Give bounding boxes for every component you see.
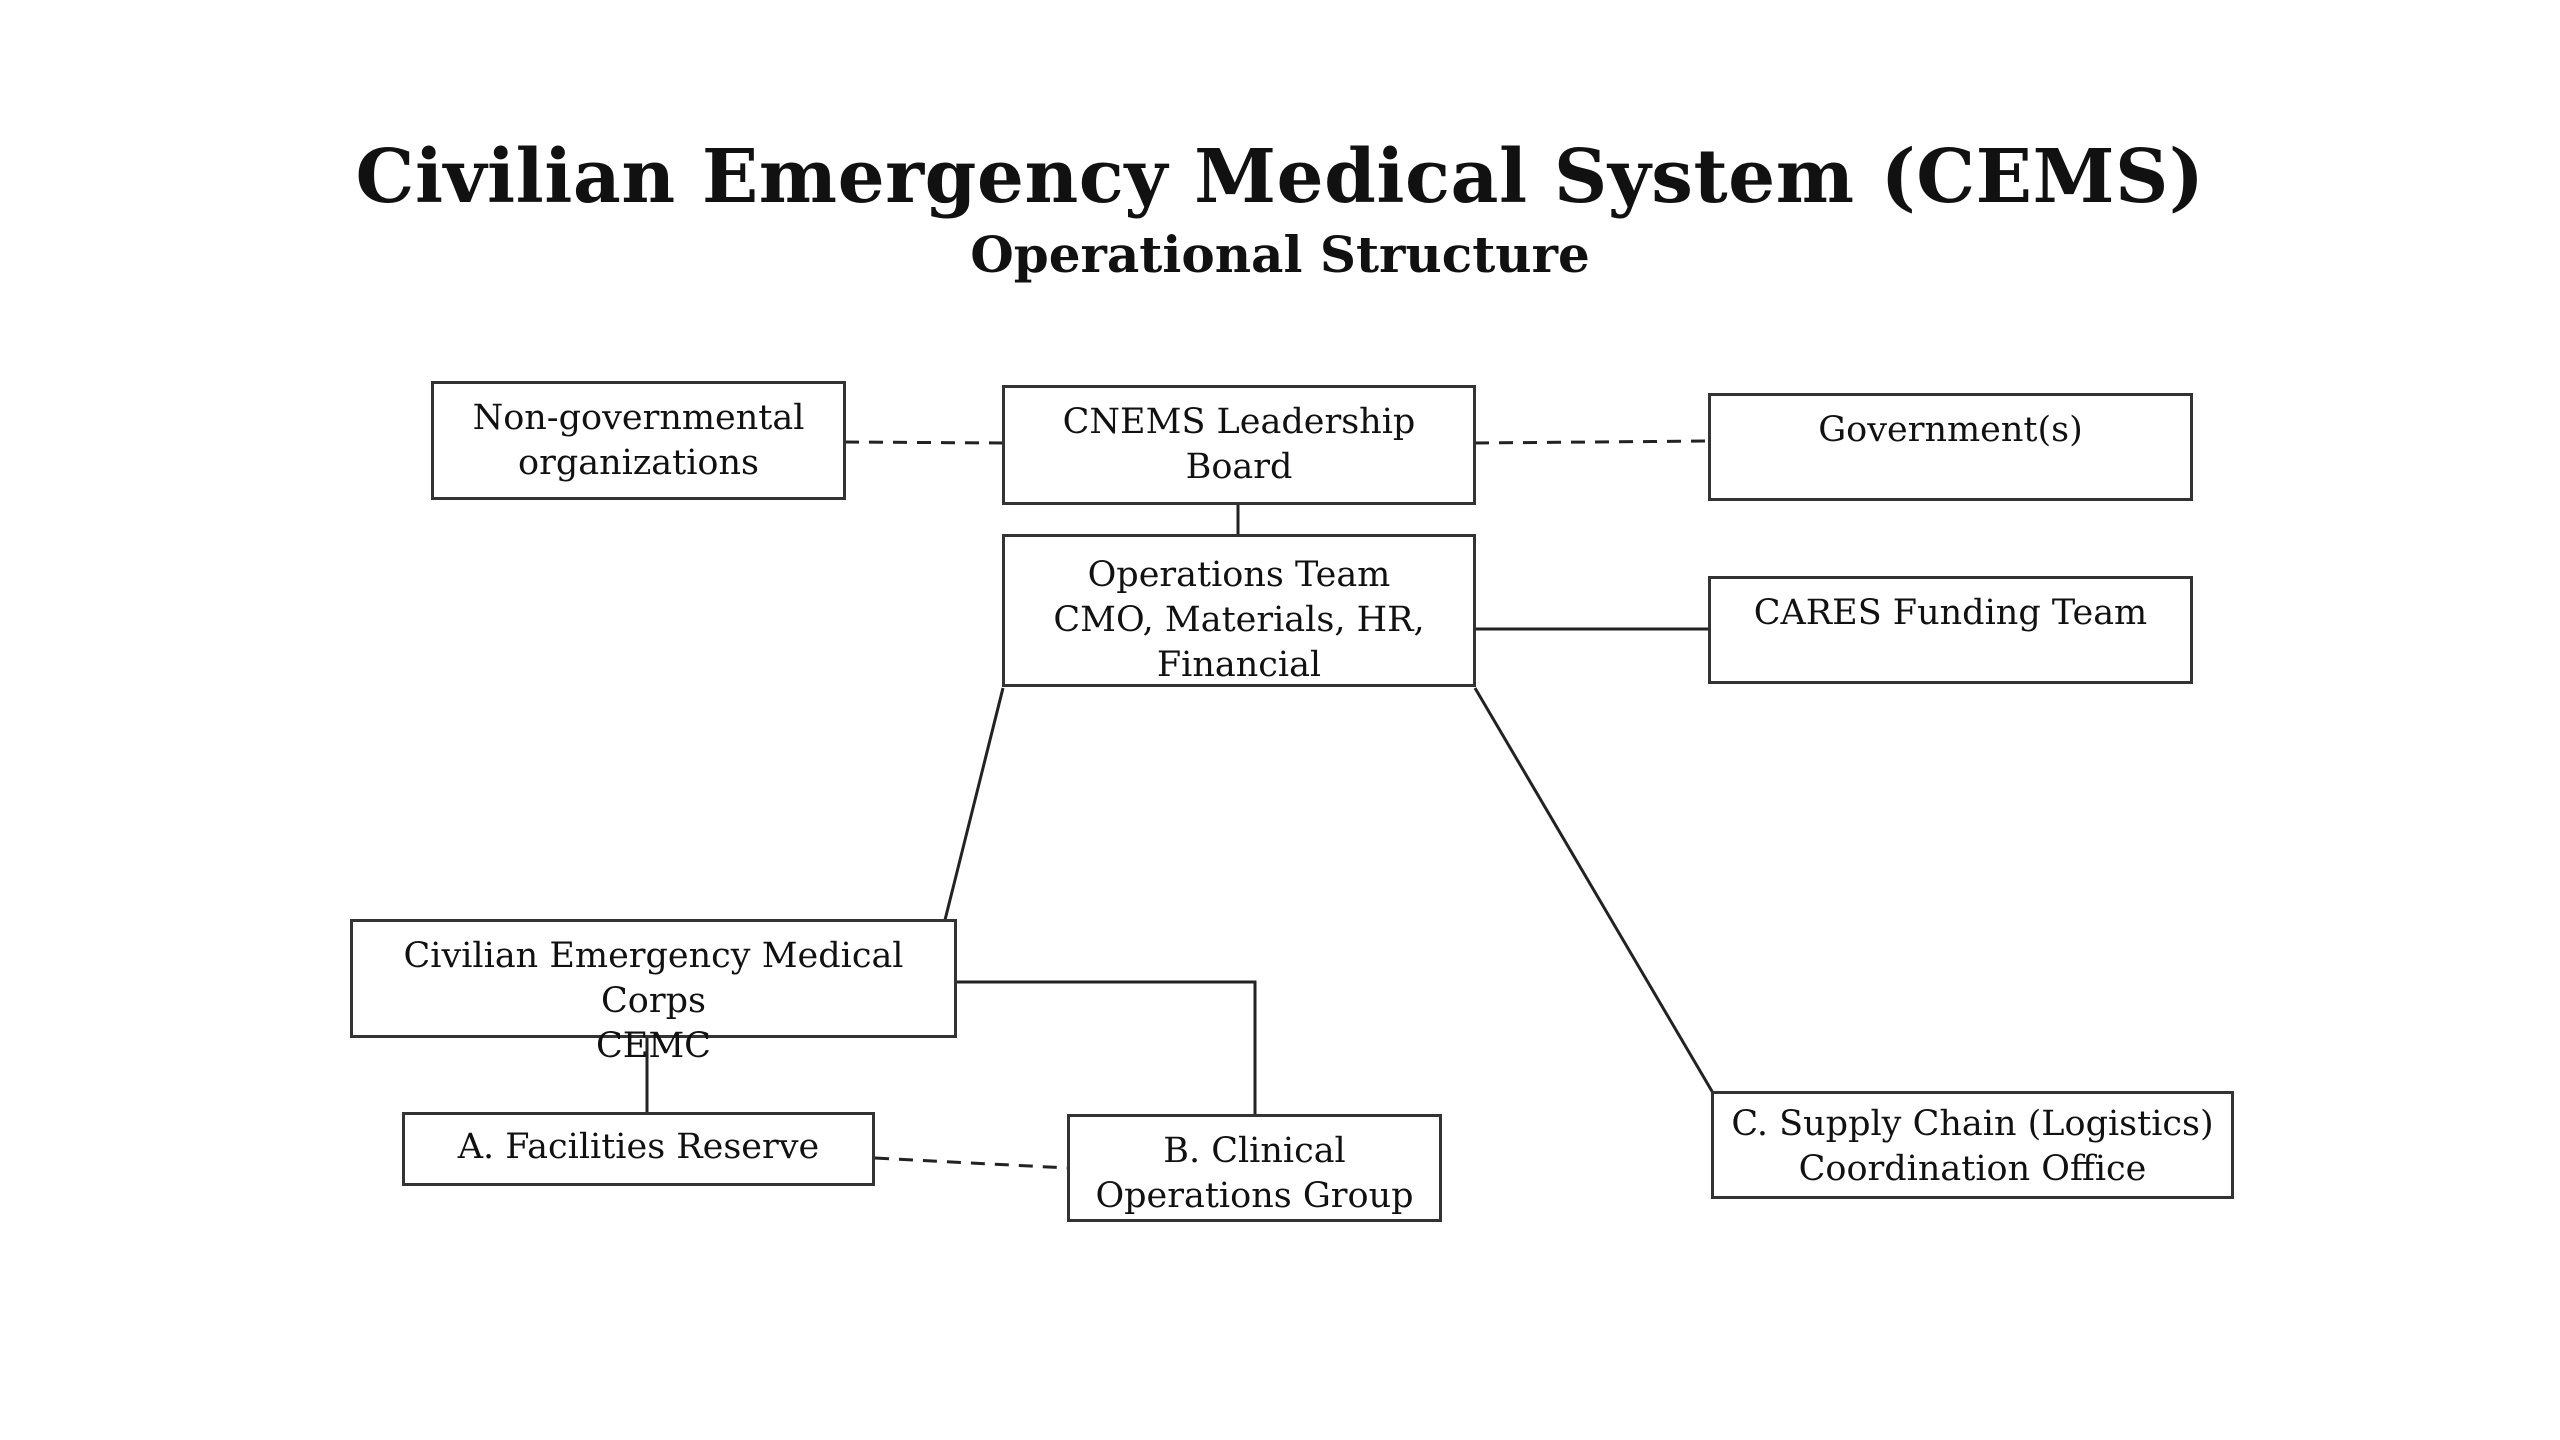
edge-operations-supply [1473, 687, 1715, 1094]
node-operations-line-1: Operations Team [1087, 555, 1391, 595]
edge-operations-cemc [943, 687, 1005, 921]
node-operations: Operations Team CMO, Materials, HR, Fina… [1002, 534, 1476, 687]
diagram-subtitle: Operational Structure [970, 225, 1590, 284]
node-cemc-line-1: Civilian Emergency Medical Corps [403, 936, 904, 1021]
edge-cemc-clinical [953, 980, 1257, 1117]
node-leadership: CNEMS Leadership Board [1002, 385, 1476, 505]
node-facilities-line-1: A. Facilities Reserve [457, 1127, 820, 1167]
node-facilities: A. Facilities Reserve [402, 1112, 875, 1186]
node-cares-line-1: CARES Funding Team [1753, 593, 2148, 633]
node-ngo: Non-governmental organizations [431, 381, 846, 500]
diagram-title: Civilian Emergency Medical System (CEMS) [355, 134, 2205, 220]
node-government-line-1: Government(s) [1818, 410, 2083, 450]
node-supply-line-1: C. Supply Chain (Logistics) [1731, 1104, 2214, 1144]
node-cares: CARES Funding Team [1708, 576, 2193, 684]
edge-ngo-leadership [844, 440, 1004, 445]
node-government: Government(s) [1708, 393, 2193, 501]
edge-leadership-government [1474, 439, 1711, 445]
node-cemc-line-2: CEMC [596, 1026, 711, 1066]
node-clinical-line-1: B. Clinical [1163, 1131, 1346, 1171]
node-operations-line-2: CMO, Materials, HR, [1053, 600, 1425, 640]
node-clinical-line-2: Operations Group [1095, 1176, 1414, 1216]
node-supply-line-2: Coordination Office [1798, 1149, 2147, 1189]
edge-facilities-clinical [874, 1156, 1069, 1170]
node-operations-line-3: Financial [1156, 645, 1322, 685]
node-ngo-line-2: organizations [518, 443, 759, 483]
node-leadership-line-1: CNEMS Leadership [1062, 402, 1416, 442]
node-ngo-line-1: Non-governmental [472, 398, 805, 438]
node-leadership-line-2: Board [1185, 447, 1293, 487]
node-supply: C. Supply Chain (Logistics) Coordination… [1711, 1091, 2234, 1199]
node-clinical: B. Clinical Operations Group [1067, 1114, 1442, 1222]
node-cemc: Civilian Emergency Medical Corps CEMC [350, 919, 957, 1066]
